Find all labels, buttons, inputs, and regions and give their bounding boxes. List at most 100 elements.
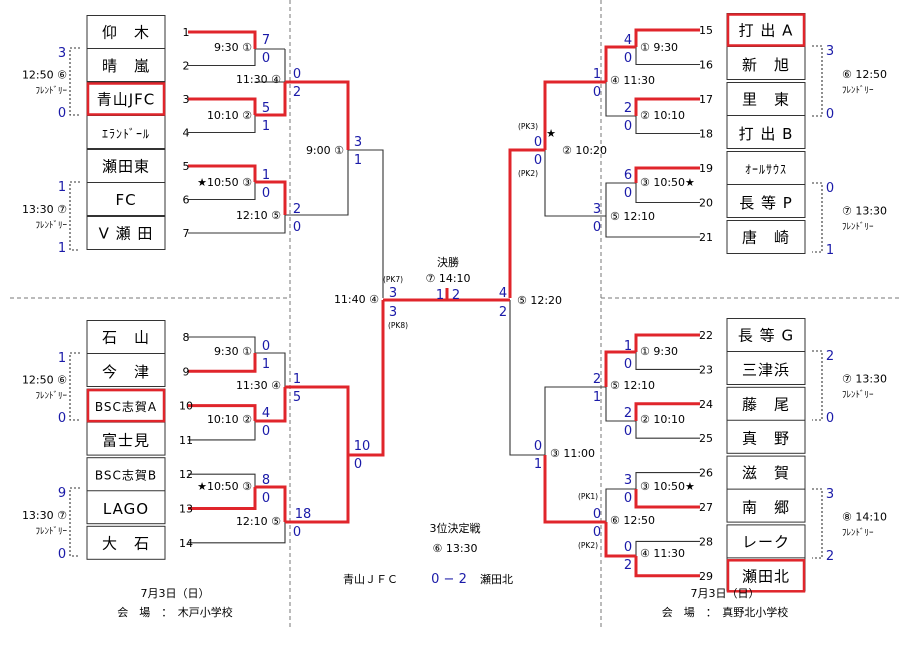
seed-number: 20 — [699, 197, 713, 210]
team-name: FC — [115, 191, 136, 209]
team-highlight-box — [86, 388, 166, 423]
seed-number: 8 — [183, 331, 190, 344]
match-line — [348, 300, 385, 457]
friendly-time: 13:30 ⑦ — [22, 203, 67, 216]
match-line — [635, 540, 700, 556]
match-line — [285, 80, 350, 150]
match-time: 11:30 ④ — [236, 379, 281, 392]
team-name: 唐 崎 — [742, 229, 790, 247]
score: 3 — [354, 135, 362, 150]
score: 4 — [499, 286, 507, 301]
pk-label: (PK1) — [578, 492, 598, 501]
team-boxes — [86, 13, 806, 593]
match-line — [285, 455, 350, 524]
score: 0 — [534, 135, 542, 150]
seed-number: 12 — [179, 468, 193, 481]
team-name: ｵｰﾙｻｳｽ — [745, 163, 787, 177]
match-line — [285, 385, 350, 455]
friendly-score: 9 — [58, 486, 66, 501]
match-time: 11:30 ④ — [236, 73, 281, 86]
bracket-lines — [69, 45, 823, 559]
pk-label: (PK2) — [518, 169, 538, 178]
match-line — [634, 28, 700, 47]
score: 4 — [262, 406, 270, 421]
section-dividers — [10, 0, 900, 630]
friendly-score: 1 — [826, 243, 834, 258]
match-time: ⑤ 12:10 — [610, 210, 655, 223]
score: 0 — [624, 491, 632, 506]
friendly-score: 3 — [826, 44, 834, 59]
team-box-group — [86, 525, 166, 560]
match-time: 10:10 ② — [207, 413, 252, 426]
score: 0 — [262, 186, 270, 201]
team-name: 仰 木 — [102, 24, 150, 42]
match-time: 9:00 ① — [306, 144, 344, 157]
match-line — [605, 488, 636, 522]
seed-number: 21 — [699, 231, 713, 244]
team-name: 長 等 G — [738, 327, 794, 345]
team-highlight-box — [726, 13, 806, 47]
score: 18 — [295, 507, 312, 522]
friendly-label: ﾌﾚﾝﾄﾞﾘｰ — [35, 391, 67, 402]
score: 1 — [624, 339, 632, 354]
score: 2 — [624, 406, 632, 421]
score: 2 — [293, 85, 301, 100]
match-line — [188, 353, 257, 373]
score: 1 — [593, 390, 601, 405]
score: 1 — [262, 119, 270, 134]
pk-label: (PK3) — [518, 122, 538, 131]
seed-number: 3 — [183, 93, 190, 106]
score: 3 — [389, 305, 397, 320]
friendly-bracket — [69, 47, 80, 116]
match-line — [285, 150, 349, 216]
match-line — [255, 352, 286, 387]
right-date: 7月3日（日） — [691, 587, 760, 600]
score: 2 — [499, 305, 507, 320]
seed-number: 1 — [183, 26, 190, 39]
score: 0 — [534, 153, 542, 168]
match-line — [544, 150, 606, 217]
friendly-score: 0 — [58, 547, 66, 562]
score: 0 — [624, 51, 632, 66]
friendly-label: ﾌﾚﾝﾄﾞﾘｰ — [35, 86, 67, 97]
score: 0 — [624, 357, 632, 372]
friendly-bracket — [812, 182, 823, 253]
match-line — [635, 183, 700, 204]
score: 1 — [293, 372, 301, 387]
team-name: BSC志賀B — [95, 469, 157, 483]
seed-number: 29 — [699, 570, 713, 583]
star-mark: ★ — [546, 127, 556, 140]
friendly-score: 1 — [58, 180, 66, 195]
team-name: V 瀬 田 — [99, 225, 154, 243]
match-line — [188, 473, 256, 487]
score: 10 — [354, 439, 371, 454]
seed-number: 4 — [183, 127, 190, 140]
match-time: 11:40 ④ — [334, 293, 379, 306]
match-line — [188, 421, 256, 441]
final-time: ⑦ 14:10 — [425, 272, 470, 285]
friendly-score: 0 — [58, 411, 66, 426]
score: 4 — [624, 33, 632, 48]
left-venue: 会 場 ： 木戸小学校 — [117, 605, 233, 619]
seed-number: 15 — [699, 24, 713, 37]
team-name: レーク — [742, 533, 790, 551]
score: 1 — [593, 67, 601, 82]
seed-number: 2 — [183, 60, 190, 73]
match-time: ④ 11:30 — [640, 547, 685, 560]
score: 1 — [534, 457, 542, 472]
match-line — [188, 97, 257, 115]
match-line — [634, 402, 700, 421]
match-time: ② 10:10 — [640, 109, 685, 122]
match-line — [634, 166, 700, 183]
score: 0 — [624, 424, 632, 439]
friendly-time: ⑦ 13:30 — [842, 205, 887, 218]
friendly-bracket — [69, 487, 80, 557]
match-line — [188, 404, 257, 421]
match-line — [635, 116, 700, 135]
team-name: 滋 賀 — [742, 464, 790, 482]
match-line — [604, 350, 636, 387]
pk-label: (PK2) — [578, 541, 598, 550]
third-place-label: 3位決定戦 — [430, 521, 481, 535]
match-line — [634, 333, 700, 352]
